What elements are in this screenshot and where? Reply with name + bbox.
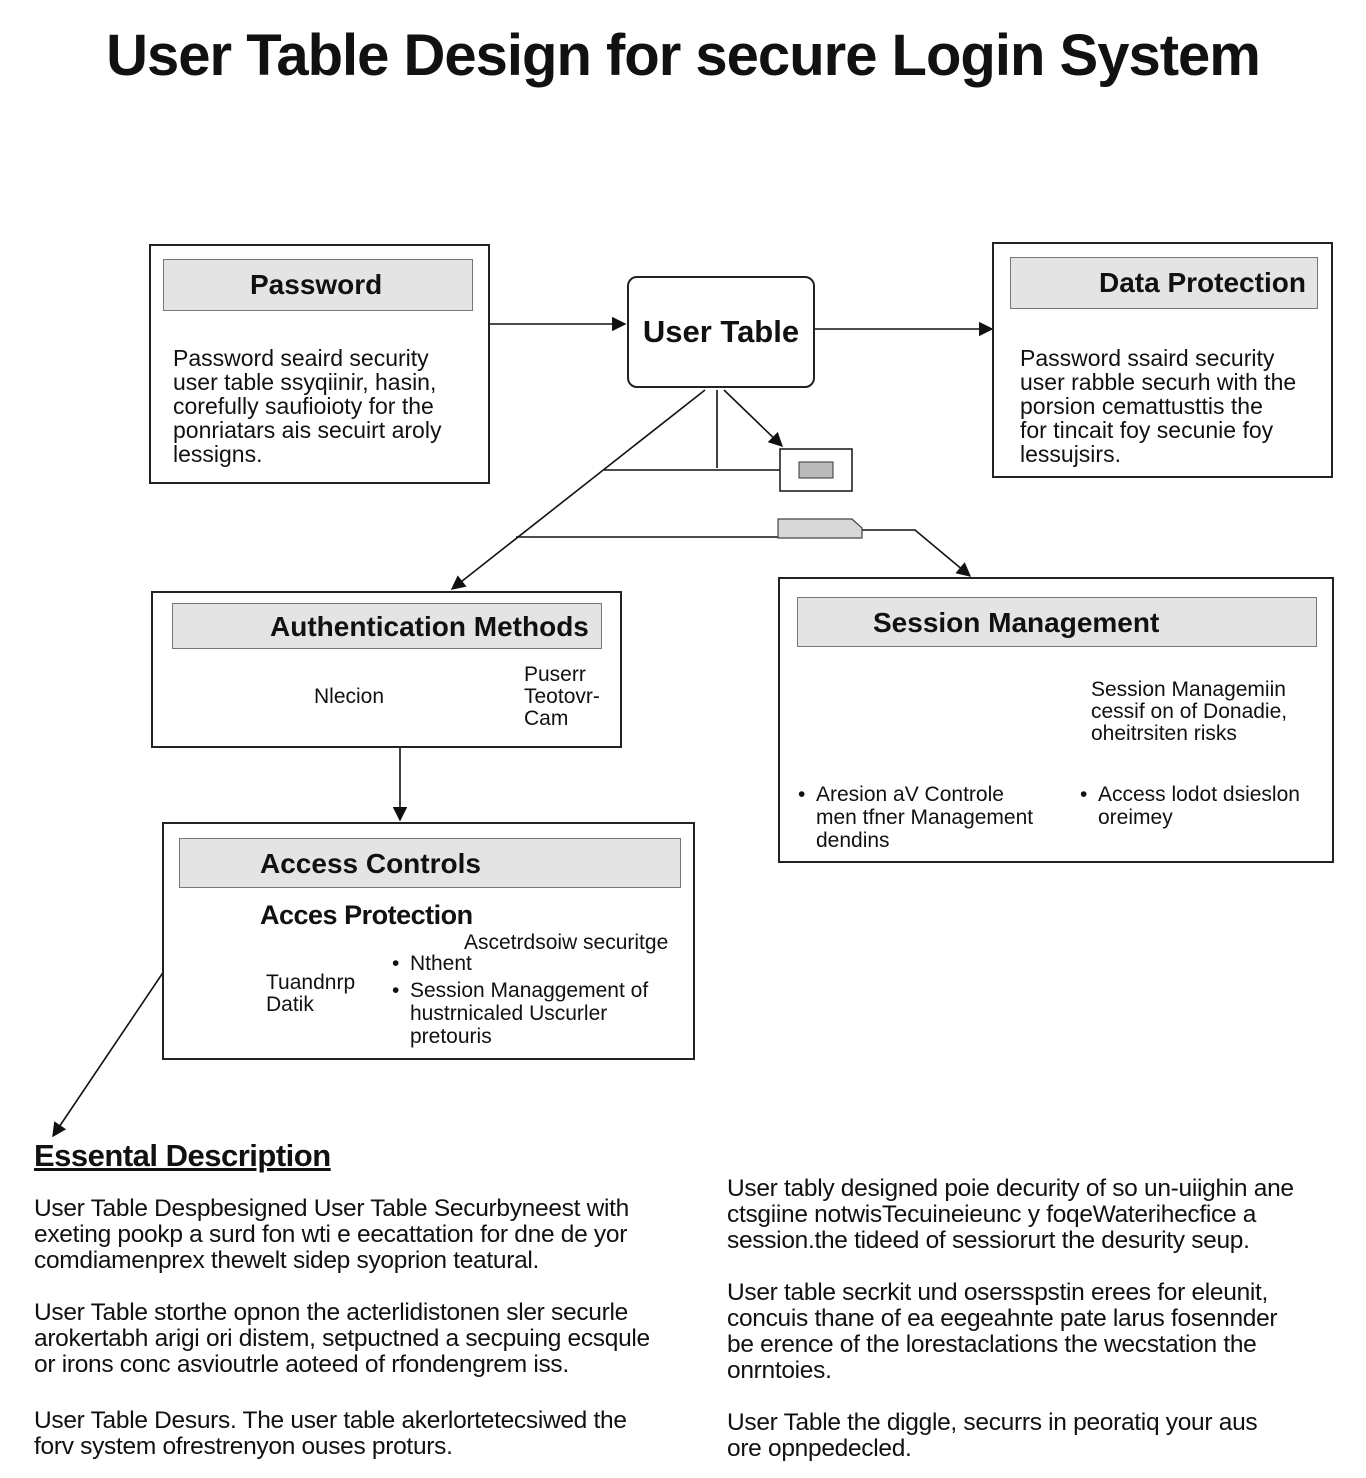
password-description: Password seaird security user table ssyq… [173,346,483,466]
session-left-bullet: Aresion aV Controle men tfner Management… [796,783,1056,852]
session-right-text: Session Managemiin cessif on of Donadie,… [1091,679,1321,745]
description-left-para-2: User Table storthe opnon the acterlidist… [34,1300,704,1378]
auth-method-1-label: Nlecion [314,686,384,708]
session-management-box: Session Management Session Managemiin ce… [778,577,1334,863]
access-bullet-1: Nthent [390,952,690,975]
access-bullets: Nthent Session Managgement of hustrnical… [390,952,690,1050]
token-icon [780,449,852,491]
key-tab-icon [778,519,862,538]
auth-method-2-label: Puserr Teotovr- Cam [524,664,600,730]
data-protection-title: Data Protection [1099,260,1306,306]
arrow-user-table-to-token [724,390,782,446]
session-right-bullet: Access lodot dsieslon oreimey [1078,783,1328,829]
data-protection-box: Data Protection Password ssaird security… [992,242,1333,478]
password-title: Password [250,262,382,308]
password-box: Password Password seaird security user t… [149,244,490,484]
authentication-methods-box: Authentication Methods Nlecion Puserr Te… [151,591,622,748]
data-protection-description: Password ssaird security user rabble sec… [1020,346,1326,466]
session-header: Session Management [797,597,1317,647]
user-table-node: User Table [627,276,815,388]
session-right-bullets: Access lodot dsieslon oreimey [1078,783,1328,831]
description-left-para-3: User Table Desurs. The user table akerlo… [34,1408,704,1460]
authentication-title: Authentication Methods [270,604,589,650]
session-left-bullets: Aresion aV Controle men tfner Management… [796,783,1056,854]
access-bullet-2: Session Managgement of hustrnicaled Uscu… [390,979,690,1048]
data-protection-header: Data Protection [1010,257,1318,309]
password-header: Password [163,259,473,311]
access-controls-box: Access Controls Acces Protection Tuandnr… [162,822,695,1060]
description-left-para-1: User Table Despbesigned User Table Secur… [34,1196,704,1274]
description-right-para-1: User tably designed poie decurity of so … [727,1176,1357,1254]
description-title: Essental Description [34,1138,331,1174]
access-subtitle: Acces Protection [260,900,473,931]
access-small-label: Tuandnrp Datik [266,972,355,1016]
description-right-para-2: User table secrkit und osersspstin erees… [727,1280,1357,1384]
arrow-to-session [862,530,970,576]
description-right-para-3: User Table the diggle, securrs in peorat… [727,1410,1357,1462]
authentication-header: Authentication Methods [172,603,602,649]
session-title: Session Management [873,600,1159,646]
access-title: Access Controls [260,841,481,887]
user-table-label: User Table [643,314,799,350]
access-dotted-caption: Ascetrdsoiw securitge [464,932,668,954]
access-header: Access Controls [179,838,681,888]
